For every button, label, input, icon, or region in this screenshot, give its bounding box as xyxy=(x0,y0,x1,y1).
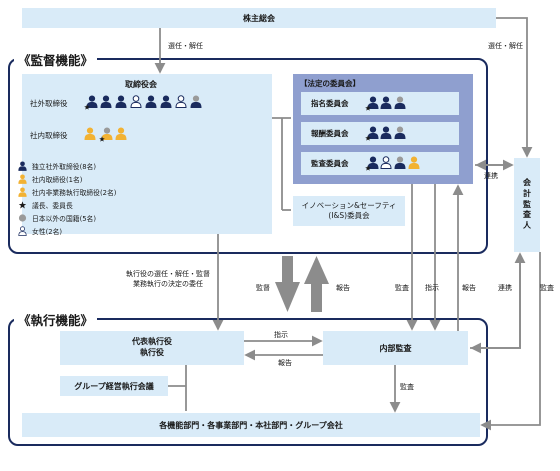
internal-audit-label: 内部監査 xyxy=(379,343,412,353)
edge-label-audit-1: 監査 xyxy=(395,284,409,292)
executive-officers: 代表執行役 執行役 xyxy=(60,331,244,365)
arrow-coop-2b xyxy=(470,256,521,354)
compensation-committee: 報酬委員会 xyxy=(301,122,459,145)
group-executive-meeting: グループ経営執行会議 xyxy=(60,376,168,396)
legend-text: 日本以外の国籍(5名) xyxy=(32,215,97,223)
inside-directors-label: 社内取締役 xyxy=(30,131,68,140)
nomination-committee: 指名委員会 xyxy=(301,92,459,115)
edge-label-report-3: 報告 xyxy=(462,284,476,292)
legend-text: 議長、委員長 xyxy=(32,202,73,210)
execution-title: 《執行機能》 xyxy=(14,310,98,329)
legend-item: 社内取締役(1名) xyxy=(18,174,82,184)
big-report-arrow xyxy=(304,256,329,312)
board-of-directors xyxy=(22,74,272,234)
legend-item: 女性(2名) xyxy=(18,226,62,236)
legend-item: 独立社外取締役(8名) xyxy=(18,161,96,171)
edge-label-instruct-1: 指示 xyxy=(425,284,439,292)
legend-item: 社内非業務執行取締役(2名) xyxy=(18,187,116,197)
all-departments-label: 各機能部門・各事業部門・本社部門・グループ会社 xyxy=(159,420,343,430)
all-departments: 各機能部門・各事業部門・本社部門・グループ会社 xyxy=(22,413,480,437)
arrow-coop-2a xyxy=(470,252,526,349)
innovation-safety-committee-label: イノベーション&セーフティ (I&S)委員会 xyxy=(301,201,397,220)
arrow-auditor-departments xyxy=(480,252,541,431)
edge-label-audit-2: 監査 xyxy=(540,284,554,292)
audit-committee: 監査委員会 xyxy=(301,152,459,175)
audit-committee-label: 監査委員会 xyxy=(311,159,349,168)
accounting-auditor: 会 計 監 査 人 xyxy=(514,158,540,252)
edge-label-report-up: 報告 xyxy=(336,284,350,292)
edge-label-coop-2: 連携 xyxy=(498,284,512,292)
legend-text: 社内非業務執行取締役(2名) xyxy=(32,189,117,197)
executive-officers-label: 代表執行役 執行役 xyxy=(132,337,172,357)
legend-text: 女性(2名) xyxy=(32,228,63,236)
legend-text: 独立社外取締役(8名) xyxy=(32,163,97,171)
board-title: 取締役会 xyxy=(125,80,157,89)
edge-label-supervise: 監督 xyxy=(256,284,270,292)
nomination-committee-label: 指名委員会 xyxy=(311,99,349,108)
edge-label-audit-3: 監査 xyxy=(400,383,414,391)
arrow-elect-auditor xyxy=(496,17,533,158)
accounting-auditor-label: 会 計 監 査 人 xyxy=(523,178,531,231)
edge-label-elect-2: 選任・解任 xyxy=(488,42,523,50)
edge-label-elect-1: 選任・解任 xyxy=(168,42,203,50)
legend-text: 社内取締役(1名) xyxy=(32,176,83,184)
shareholders-meeting-label: 株主総会 xyxy=(243,13,275,23)
statutory-committees-title: 【法定の委員会】 xyxy=(300,79,360,88)
internal-audit: 内部監査 xyxy=(323,331,468,365)
big-supervise-arrow xyxy=(275,256,300,312)
supervision-title: 《監督機能》 xyxy=(14,50,98,69)
compensation-committee-label: 報酬委員会 xyxy=(311,129,349,138)
group-executive-meeting-label: グループ経営執行会議 xyxy=(74,381,154,391)
outside-directors-label: 社外取締役 xyxy=(30,99,68,108)
legend-item: 日本以外の国籍(5名) xyxy=(18,213,96,223)
edge-label-instruct-exec: 指示 xyxy=(274,331,288,339)
shareholders-meeting: 株主総会 xyxy=(22,8,496,28)
edge-label-coop-1: 連携 xyxy=(484,172,498,180)
globe-icon xyxy=(18,214,27,222)
edge-label-report-exec: 報告 xyxy=(278,359,292,367)
legend-item: 議長、委員長 xyxy=(18,200,73,210)
innovation-safety-committee: イノベーション&セーフティ (I&S)委員会 xyxy=(293,196,405,226)
edge-label-delegation: 執行役の選任・解任・監督 業務執行の決定の委任 xyxy=(126,270,210,288)
